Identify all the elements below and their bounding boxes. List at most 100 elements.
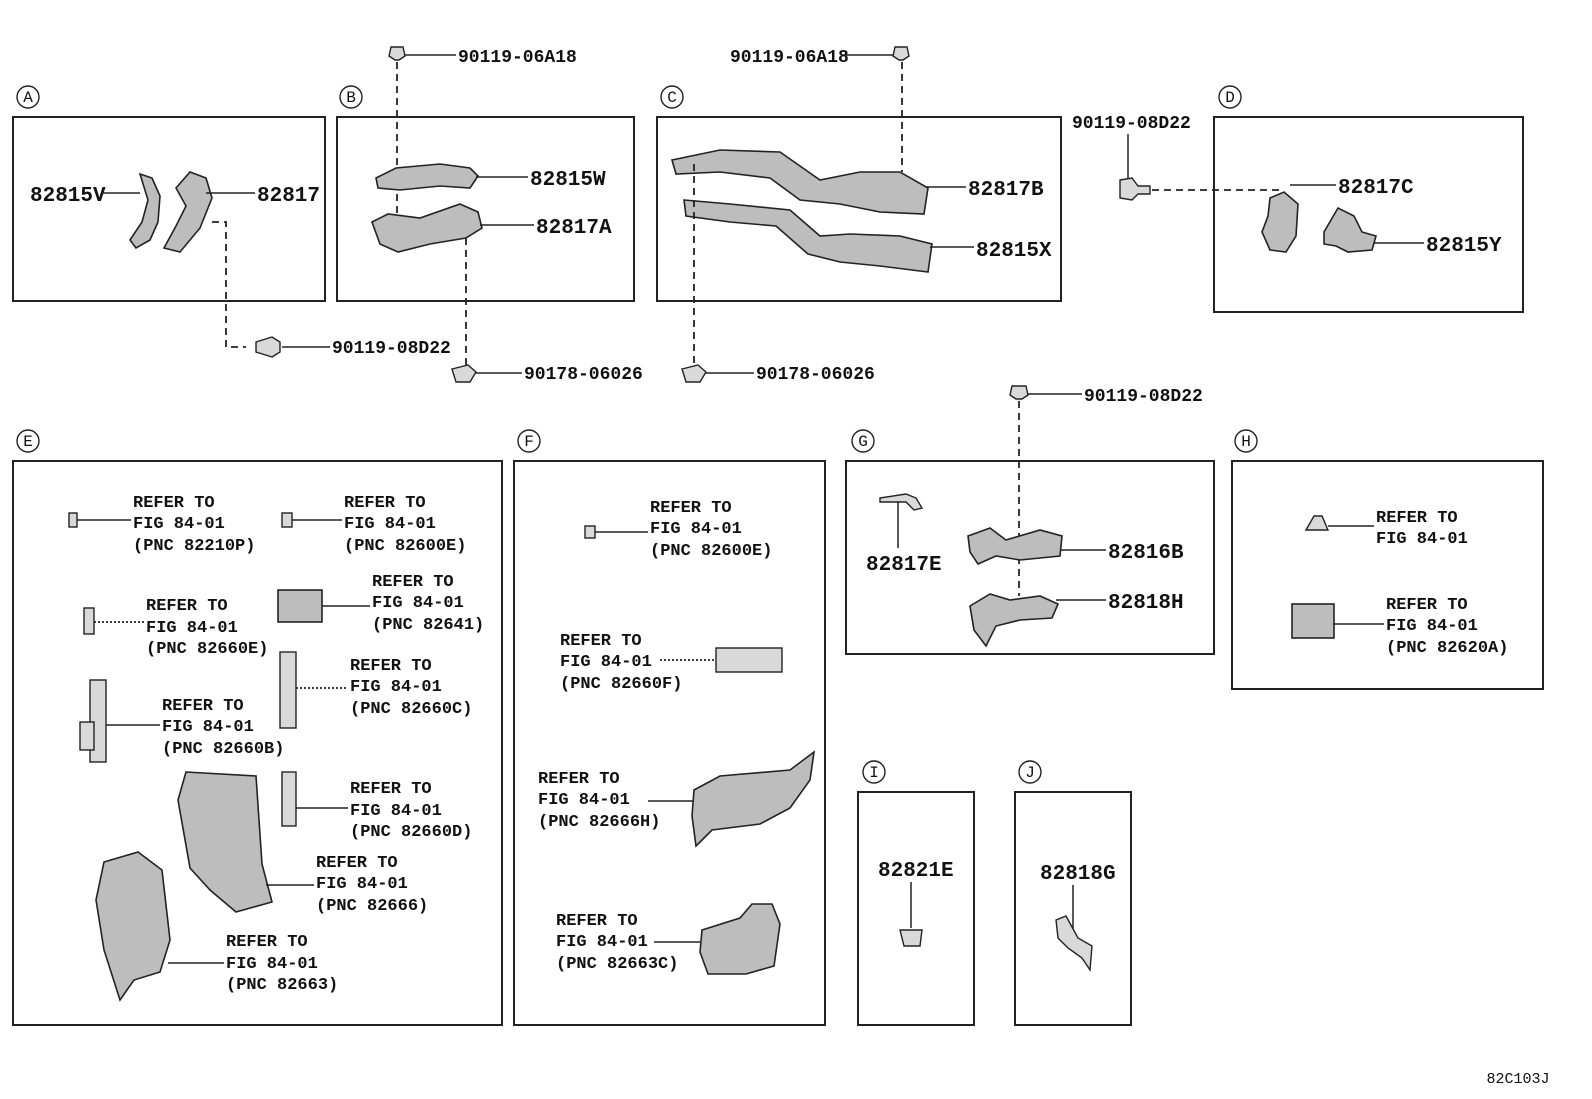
bolt-icon-a xyxy=(255,336,281,358)
section-box-h xyxy=(1231,460,1544,690)
ref-f3-line2[interactable]: FIG 84-01 xyxy=(556,933,648,952)
part-82815v-drawing xyxy=(129,172,161,250)
ref-e2-line3: (PNC 82660E) xyxy=(146,640,268,659)
ref-e8-line3: (PNC 82663) xyxy=(226,976,338,995)
ref-f0-line1: REFER TO xyxy=(650,499,732,518)
diagram-id: 82C103J xyxy=(1486,1071,1549,1088)
ref-e0-line1: REFER TO xyxy=(133,494,215,513)
section-box-e xyxy=(12,460,503,1026)
fastener-label-d-side[interactable]: 90119-08D22 xyxy=(1072,114,1191,134)
part-label-82817e[interactable]: 82817E xyxy=(866,554,942,577)
section-b: B 90119-06A18 82815W 82817A 90178-06026 xyxy=(336,46,643,385)
part-label-82818g[interactable]: 82818G xyxy=(1040,863,1116,886)
section-a: A 82815V 82817 90119-08D22 xyxy=(12,85,451,359)
section-letter-f: F xyxy=(524,433,534,451)
section-letter-a: A xyxy=(23,89,33,107)
connector-icon-82660e xyxy=(83,607,95,635)
section-marker-f xyxy=(517,429,541,453)
section-letter-h: H xyxy=(1241,433,1251,451)
fastener-label-a-bottom[interactable]: 90119-08D22 xyxy=(332,339,451,359)
fastener-label-b-top[interactable]: 90119-06A18 xyxy=(458,48,577,68)
ref-f2-line1: REFER TO xyxy=(538,770,620,789)
ref-e6-line2[interactable]: FIG 84-01 xyxy=(350,802,442,821)
bolt-icon-d-side xyxy=(1119,177,1151,201)
ref-e2-line1: REFER TO xyxy=(146,597,228,616)
part-82815w-drawing xyxy=(375,163,480,191)
ref-e1-line1: REFER TO xyxy=(344,494,426,513)
part-label-82815x[interactable]: 82815X xyxy=(976,240,1052,263)
bolt-icon-c-top xyxy=(892,46,910,61)
section-letter-j: J xyxy=(1025,764,1035,782)
section-f: F REFER TO FIG 84-01 (PNC 82600E) REFER … xyxy=(513,429,826,1026)
part-label-82817c[interactable]: 82817C xyxy=(1338,177,1414,200)
part-label-82818h[interactable]: 82818H xyxy=(1108,592,1184,615)
fastener-label-c-bottom[interactable]: 90178-06026 xyxy=(756,365,875,385)
ref-h0-line1: REFER TO xyxy=(1376,509,1458,528)
connector-clip-82660b xyxy=(79,721,95,751)
ref-f1-line1: REFER TO xyxy=(560,632,642,651)
part-label-82815v[interactable]: 82815V xyxy=(30,185,106,208)
ref-e8-line1: REFER TO xyxy=(226,933,308,952)
fastener-label-b-bottom[interactable]: 90178-06026 xyxy=(524,365,643,385)
ref-e4-line1: REFER TO xyxy=(350,657,432,676)
ref-e8-line2[interactable]: FIG 84-01 xyxy=(226,955,318,974)
ref-e0-line3: (PNC 82210P) xyxy=(133,537,255,556)
part-label-82817a[interactable]: 82817A xyxy=(536,217,612,240)
fastener-label-c-top[interactable]: 90119-06A18 xyxy=(730,48,849,68)
connector-icon-82600e-f xyxy=(584,525,596,539)
part-82817c-drawing xyxy=(1261,191,1299,253)
ref-e4-line2[interactable]: FIG 84-01 xyxy=(350,678,442,697)
part-82817a-drawing xyxy=(371,203,483,253)
section-box-a xyxy=(12,116,326,302)
section-box-c xyxy=(656,116,1062,302)
connector-icon-82660c xyxy=(279,651,297,729)
ref-e4-line3: (PNC 82660C) xyxy=(350,700,472,719)
ref-h0-line2[interactable]: FIG 84-01 xyxy=(1376,530,1468,549)
section-e: E REFER TO FIG 84-01 (PNC 82210P) REFER … xyxy=(12,429,503,1026)
section-marker-j xyxy=(1018,760,1042,784)
ref-e2-line2[interactable]: FIG 84-01 xyxy=(146,619,238,638)
cover-icon-82663c xyxy=(699,903,781,975)
part-label-82815y[interactable]: 82815Y xyxy=(1426,235,1502,258)
nut-icon-c-bottom xyxy=(681,364,707,383)
ref-e5-line2[interactable]: FIG 84-01 xyxy=(162,718,254,737)
ref-f1-line2[interactable]: FIG 84-01 xyxy=(560,653,652,672)
part-label-82817[interactable]: 82817 xyxy=(257,185,320,208)
section-box-g xyxy=(845,460,1215,655)
part-label-82816b[interactable]: 82816B xyxy=(1108,542,1184,565)
ref-h1-line2[interactable]: FIG 84-01 xyxy=(1386,617,1478,636)
section-letter-e: E xyxy=(23,433,33,451)
section-letter-g: G xyxy=(858,433,868,451)
bolt-icon-g-top xyxy=(1009,385,1029,400)
part-82817-drawing xyxy=(162,171,213,253)
part-82815y-drawing xyxy=(1323,206,1377,253)
ref-f2-line2[interactable]: FIG 84-01 xyxy=(538,791,630,810)
section-g: G 90119-08D22 82817E 82816B 82818H xyxy=(845,385,1215,655)
ref-e1-line2[interactable]: FIG 84-01 xyxy=(344,515,436,534)
fastener-label-g-top[interactable]: 90119-08D22 xyxy=(1084,387,1203,407)
part-82817b-drawing xyxy=(670,149,929,215)
nut-icon-b-bottom xyxy=(451,364,477,383)
ref-e0-line2[interactable]: FIG 84-01 xyxy=(133,515,225,534)
part-82818g-drawing xyxy=(1055,915,1093,973)
ref-e3-line2[interactable]: FIG 84-01 xyxy=(372,594,464,613)
section-letter-i: I xyxy=(869,764,879,782)
part-label-82817b[interactable]: 82817B xyxy=(968,179,1044,202)
ref-f0-line2[interactable]: FIG 84-01 xyxy=(650,520,742,539)
part-label-82821e[interactable]: 82821E xyxy=(878,860,954,883)
connector-icon-82660f xyxy=(715,647,783,673)
box-icon-82666h xyxy=(691,750,816,848)
part-label-82815w[interactable]: 82815W xyxy=(530,169,606,192)
ref-e6-line1: REFER TO xyxy=(350,780,432,799)
section-marker-e xyxy=(16,429,40,453)
ref-f3-line1: REFER TO xyxy=(556,912,638,931)
ref-e3-line3: (PNC 82641) xyxy=(372,616,484,635)
ref-f3-line3: (PNC 82663C) xyxy=(556,955,678,974)
section-letter-b: B xyxy=(346,89,356,107)
part-82821e-drawing xyxy=(899,929,923,947)
ref-e7-line2[interactable]: FIG 84-01 xyxy=(316,875,408,894)
section-d: D 90119-08D22 82817C 82815Y xyxy=(1072,85,1524,313)
section-marker-i xyxy=(862,760,886,784)
section-marker-b xyxy=(339,85,363,109)
